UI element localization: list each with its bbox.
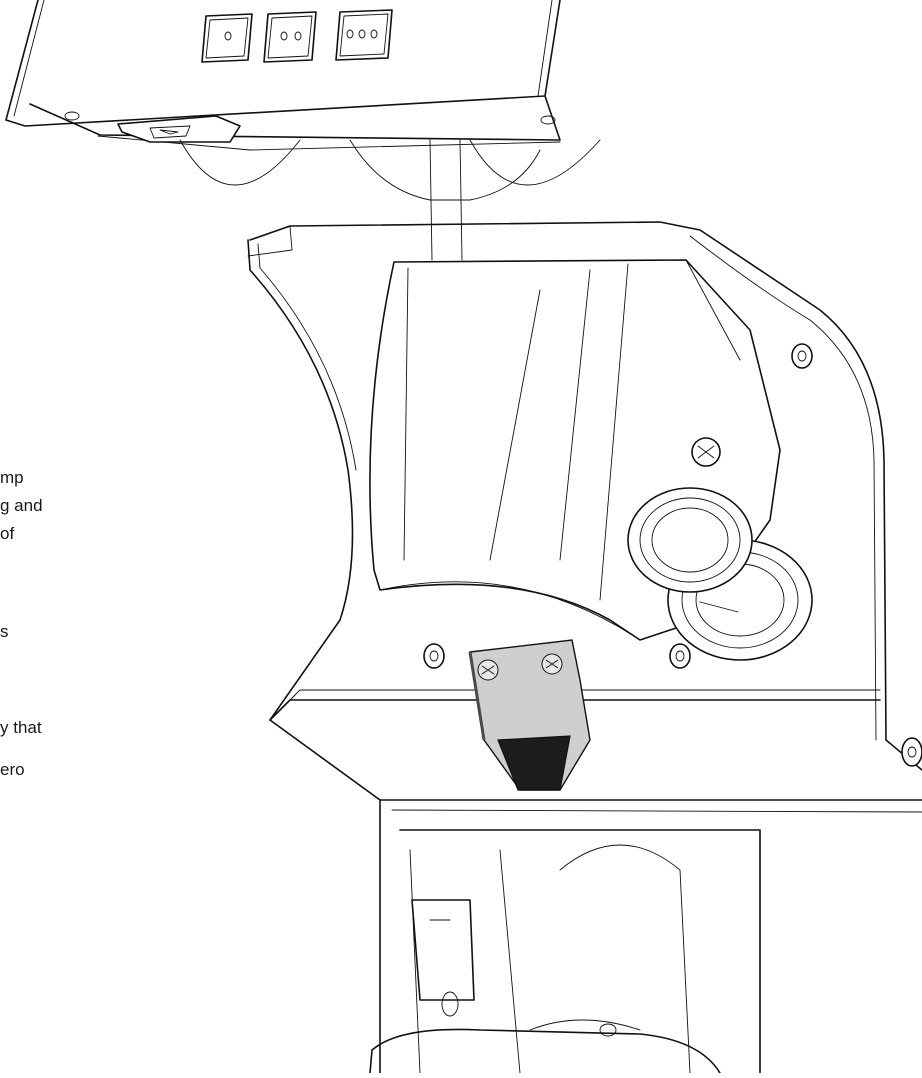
portafilter-holder: [369, 829, 761, 1074]
upper-shelf: [29, 95, 561, 151]
hopper-curve: [179, 139, 601, 261]
screw-icon: [423, 643, 445, 669]
side-text-line-6: ero: [0, 760, 25, 779]
screw-icon: [691, 437, 721, 467]
side-text-line-1: mp: [0, 468, 24, 487]
side-text-line-3: of: [0, 524, 15, 543]
screw-icon: [901, 737, 922, 767]
screw-icon: [669, 643, 691, 669]
power-connector: [117, 115, 241, 143]
grinder-spout: [468, 639, 591, 791]
top-housing: [5, 0, 561, 127]
control-button-2[interactable]: [263, 11, 317, 63]
control-button-1[interactable]: [201, 13, 253, 63]
side-text-line-2: g and: [0, 496, 43, 515]
side-text-line-5: y that: [0, 718, 42, 737]
screws: [423, 343, 922, 767]
control-buttons: [201, 9, 393, 63]
screw-icon: [477, 659, 499, 681]
main-frame: [247, 221, 922, 1074]
control-button-3[interactable]: [335, 9, 393, 61]
side-text-line-4: s: [0, 622, 9, 641]
adjustment-knob: [627, 487, 813, 661]
screw-icon: [541, 653, 563, 675]
screw-icon: [791, 343, 813, 369]
